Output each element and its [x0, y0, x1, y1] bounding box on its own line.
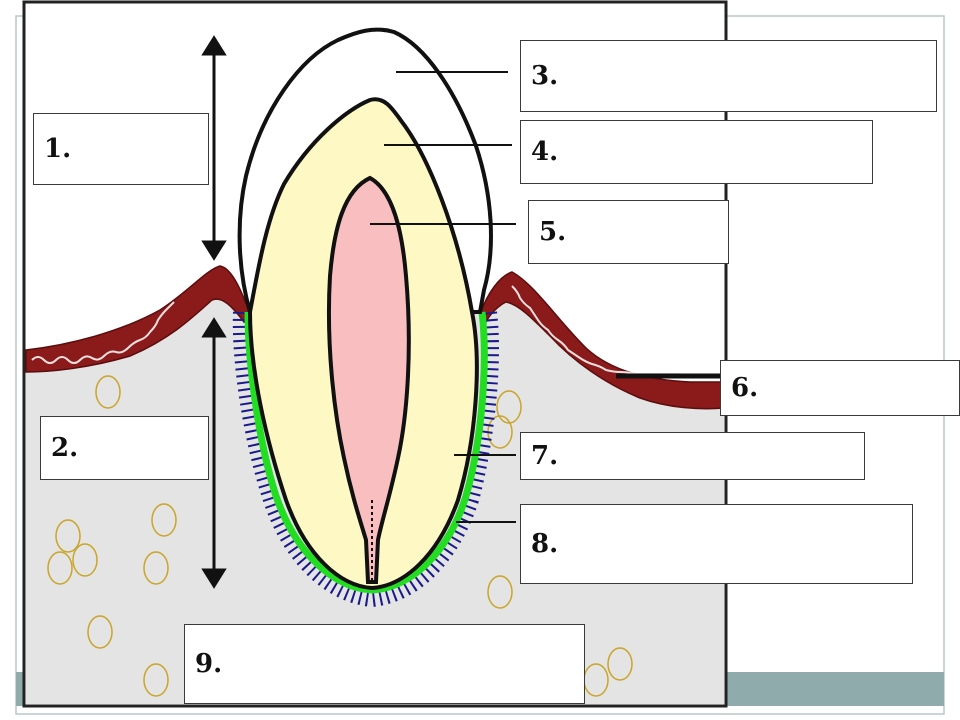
label-text-2: 2.: [51, 433, 79, 463]
bone-cells: [47, 375, 633, 697]
root-length-arrow: [201, 317, 227, 589]
label-text-3: 3.: [531, 61, 559, 91]
label-box-6[interactable]: 6.: [720, 360, 960, 416]
gum-tissue: [25, 265, 251, 373]
label-text-9: 9.: [195, 649, 223, 679]
label-text-4: 4.: [531, 137, 559, 167]
pulp: [326, 175, 411, 584]
gum-squiggle: [31, 301, 175, 364]
crown-height-arrow: [201, 35, 227, 261]
leader-lines: [370, 71, 516, 523]
label-box-7[interactable]: 7.: [520, 432, 865, 480]
label-box-3[interactable]: 3.: [520, 40, 937, 112]
label-text-8: 8.: [531, 529, 559, 559]
label-box-1[interactable]: 1.: [33, 113, 209, 185]
label-box-5[interactable]: 5.: [528, 200, 729, 264]
label-text-1: 1.: [44, 134, 72, 164]
label-box-2[interactable]: 2.: [40, 416, 209, 480]
label-text-5: 5.: [539, 217, 567, 247]
label-text-7: 7.: [531, 441, 559, 471]
label-box-9[interactable]: 9.: [184, 624, 585, 704]
label-box-4[interactable]: 4.: [520, 120, 873, 184]
label-text-6: 6.: [731, 373, 759, 403]
label-box-8[interactable]: 8.: [520, 504, 913, 584]
